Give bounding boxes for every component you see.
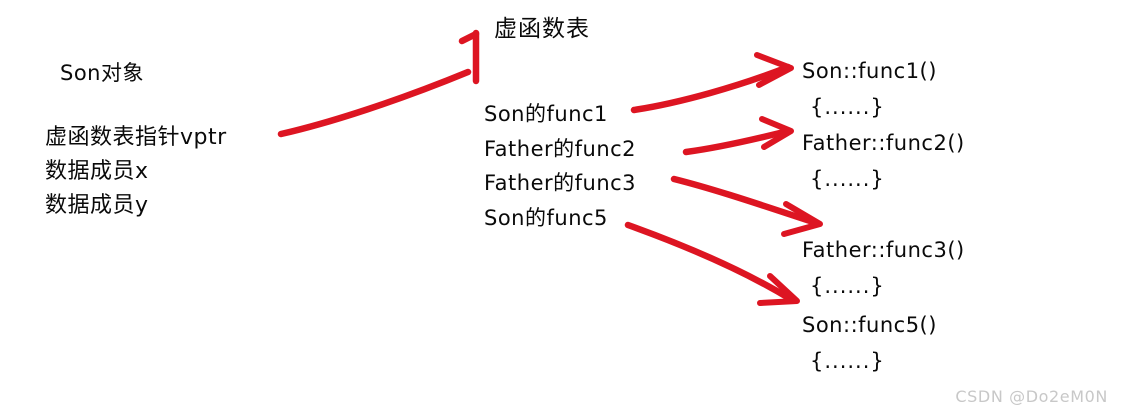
arrow-slot0-to-func1: [630, 52, 794, 114]
function-body-2: {......}: [810, 274, 885, 298]
function-signature-3: Son::func5(): [802, 313, 937, 337]
function-body-0: {......}: [810, 95, 885, 119]
object-block-title: Son对象: [60, 61, 144, 85]
function-body-1: {......}: [810, 167, 885, 191]
arrow-slot1-to-func2: [682, 116, 794, 156]
arrow-slot3-to-func5: [624, 221, 800, 306]
vtable-slot-0: Son的func1: [484, 102, 608, 126]
object-field-y: 数据成员y: [45, 193, 149, 218]
function-signature-2: Father::func3(): [802, 238, 965, 262]
vtable-title: 虚函数表: [494, 16, 590, 42]
function-body-3: {......}: [810, 349, 885, 373]
object-field-x: 数据成员x: [45, 159, 149, 184]
vtable-slot-3: Son的func5: [484, 206, 608, 230]
vtable-slot-2: Father的func3: [484, 171, 637, 195]
object-field-vptr: 虚函数表指针vptr: [45, 125, 227, 150]
arrow-slot2-to-func3: [670, 175, 823, 237]
arrow-vptr-to-vtable: [277, 29, 480, 138]
csdn-watermark: CSDN @Do2eM0N: [955, 387, 1108, 406]
function-signature-0: Son::func1(): [802, 59, 937, 83]
function-signature-1: Father::func2(): [802, 131, 965, 155]
vtable-slot-1: Father的func2: [484, 137, 637, 161]
